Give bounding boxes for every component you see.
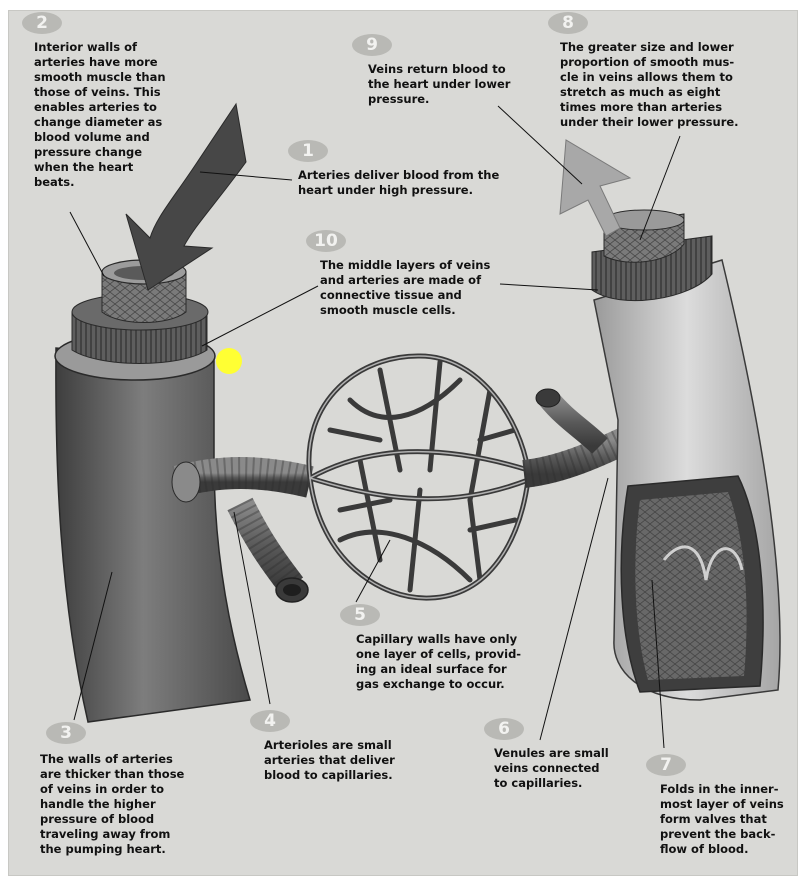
callout-8-badge: 8 (548, 12, 588, 34)
callout-6-badge: 6 (484, 718, 524, 740)
callout-10-text: The middle layers of veins and arteries … (320, 258, 530, 318)
callout-7-badge: 7 (646, 754, 686, 776)
artery-body (56, 348, 250, 722)
callout-7-text: Folds in the inner- most layer of veins … (660, 782, 795, 857)
callout-1-text: Arteries deliver blood from the heart un… (298, 168, 538, 198)
callout-5-badge: 5 (340, 604, 380, 626)
vein (592, 210, 780, 700)
capillary-bed (309, 356, 528, 598)
callout-8-text: The greater size and lower proportion of… (560, 40, 785, 130)
callout-5-text: Capillary walls have only one layer of c… (356, 632, 556, 692)
callout-1-badge: 1 (288, 140, 328, 162)
callout-10-badge: 10 (306, 230, 346, 252)
callout-3-text: The walls of arteries are thicker than t… (40, 752, 240, 857)
highlight-dot (216, 348, 242, 374)
callout-4-text: Arterioles are small arteries that deliv… (264, 738, 444, 783)
callout-2-badge: 2 (22, 12, 62, 34)
callout-4-badge: 4 (250, 710, 290, 732)
venules (524, 389, 626, 474)
callout-9-text: Veins return blood to the heart under lo… (368, 62, 548, 107)
callout-3-badge: 3 (46, 722, 86, 744)
callout-9-badge: 9 (352, 34, 392, 56)
callout-2-text: Interior walls of arteries have more smo… (34, 40, 204, 190)
artery (55, 260, 250, 722)
callout-6-text: Venules are small veins connected to cap… (494, 746, 644, 791)
